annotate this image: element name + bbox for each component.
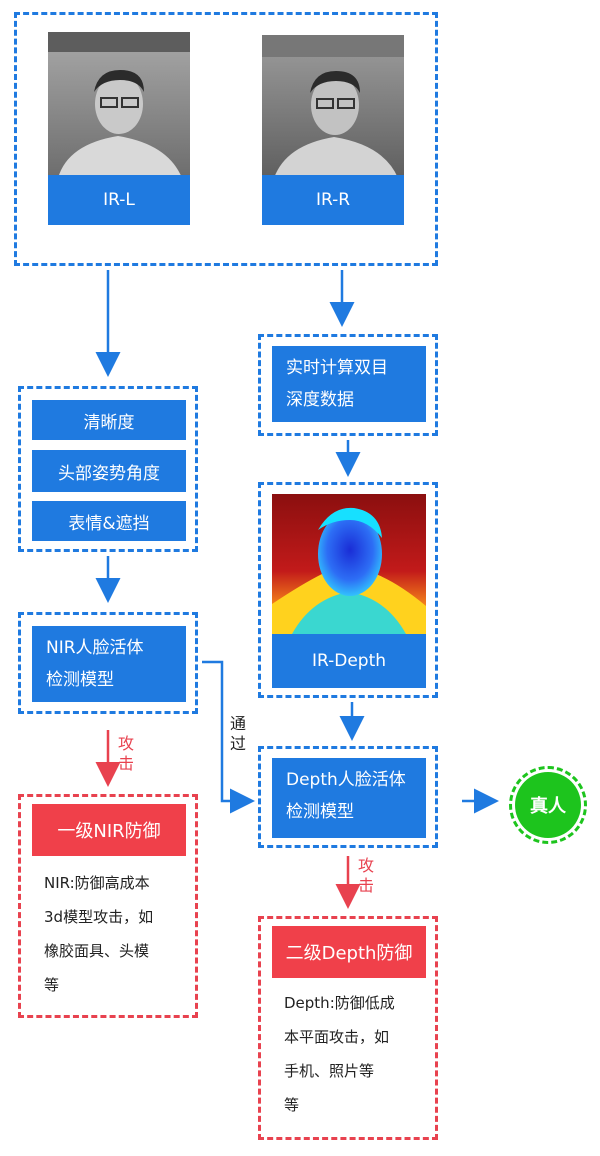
person-photo-left: [48, 32, 190, 178]
depth-image-label: IR-Depth: [272, 634, 426, 688]
depth-model-text: Depth人脸活体 检测模型: [286, 770, 406, 822]
depth-compute-text: 实时计算双目 深度数据: [286, 358, 388, 410]
quality-check-clarity: 清晰度: [32, 400, 186, 440]
real-person-node: 真人: [509, 766, 587, 844]
ir-left-label: IR-L: [48, 175, 190, 225]
depth-model-group: [258, 746, 438, 848]
camera-group: [14, 12, 438, 266]
nir-model-text: NIR人脸活体 检测模型: [46, 638, 144, 690]
depth-compute-box: 实时计算双目 深度数据: [272, 346, 426, 422]
quality-check-group: [18, 386, 198, 552]
ir-left-photo: [48, 32, 190, 178]
quality-check-expression-occlusion: 表情&遮挡: [32, 501, 186, 541]
depth-heatmap-svg: [272, 494, 426, 634]
depth-image-group: [258, 482, 438, 698]
real-person-badge: 真人: [515, 772, 581, 838]
nir-defense-title: 一级NIR防御: [32, 804, 186, 856]
quality-check-head-pose: 头部姿势角度: [32, 450, 186, 492]
depth-compute-group: [258, 334, 438, 436]
nir-defense-group: [18, 794, 198, 1018]
pass-label: 通 过: [230, 714, 247, 753]
ir-right-photo: [262, 35, 404, 178]
nir-defense-description: NIR:防御高成本 3d模型攻击，如 橡胶面具、头模 等: [44, 874, 154, 994]
ir-right-label: IR-R: [262, 175, 404, 225]
person-photo-right: [262, 35, 404, 178]
depth-defense-title: 二级Depth防御: [272, 926, 426, 978]
attack-label-right: 攻 击: [358, 856, 375, 895]
arrow-nir-pass-to-depth-model: [202, 660, 255, 814]
depth-model-box: Depth人脸活体 检测模型: [272, 758, 426, 838]
depth-defense-group: [258, 916, 438, 1140]
depth-heatmap-image: [272, 494, 426, 634]
depth-defense-description: Depth:防御低成 本平面攻击，如 手机、照片等 等: [284, 994, 395, 1114]
nir-model-box: NIR人脸活体 检测模型: [32, 626, 186, 702]
nir-model-group: [18, 612, 198, 714]
attack-label-left: 攻 击: [118, 734, 135, 773]
